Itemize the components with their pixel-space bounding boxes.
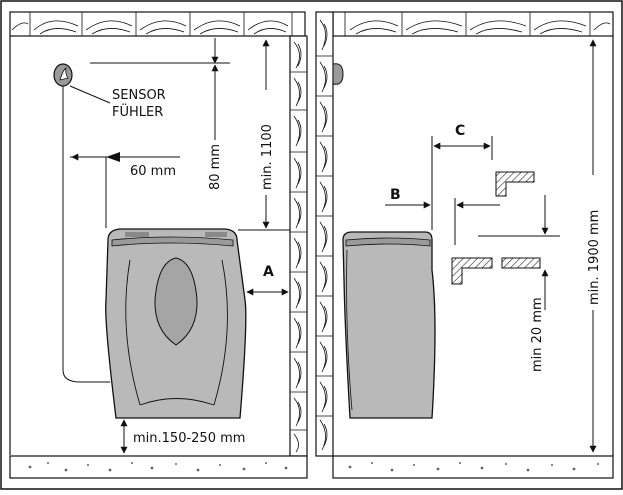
sensor-side-icon — [332, 63, 344, 85]
right-panel: C B min 20 mm min. 1900 mm — [315, 11, 614, 479]
sensor-label-line2: FÜHLER — [112, 103, 163, 120]
sensor-icon — [53, 63, 73, 87]
sauna-stove-front — [105, 228, 247, 419]
sensor-cable — [62, 86, 110, 383]
dim-60mm: 60 mm — [130, 164, 176, 179]
left-side-wall — [289, 35, 308, 457]
left-floor — [9, 455, 308, 479]
dim-A: A — [263, 264, 274, 280]
rail-profile-upper — [495, 171, 535, 197]
dim-C: C — [455, 123, 465, 139]
dim-floor-clearance: min.150-250 mm — [133, 431, 245, 446]
dim-min-1100: min. 1100 — [260, 124, 275, 190]
right-side-wall — [315, 11, 334, 457]
right-floor — [332, 455, 614, 479]
left-ceiling — [9, 11, 306, 37]
dim-B: B — [390, 187, 401, 203]
left-panel: SENSOR FÜHLER 80 mm min. 1100 60 mm — [9, 11, 308, 479]
dim-min-1900mm: min. 1900 mm — [587, 210, 602, 305]
sensor-label-line1: SENSOR — [112, 88, 166, 103]
rail-profile-left — [451, 257, 493, 285]
dim-min-20mm: min 20 mm — [530, 297, 545, 372]
sauna-stove-side — [342, 231, 436, 419]
rail-profile-right — [501, 257, 541, 269]
right-ceiling — [332, 11, 614, 37]
dim-80mm: 80 mm — [208, 144, 223, 190]
